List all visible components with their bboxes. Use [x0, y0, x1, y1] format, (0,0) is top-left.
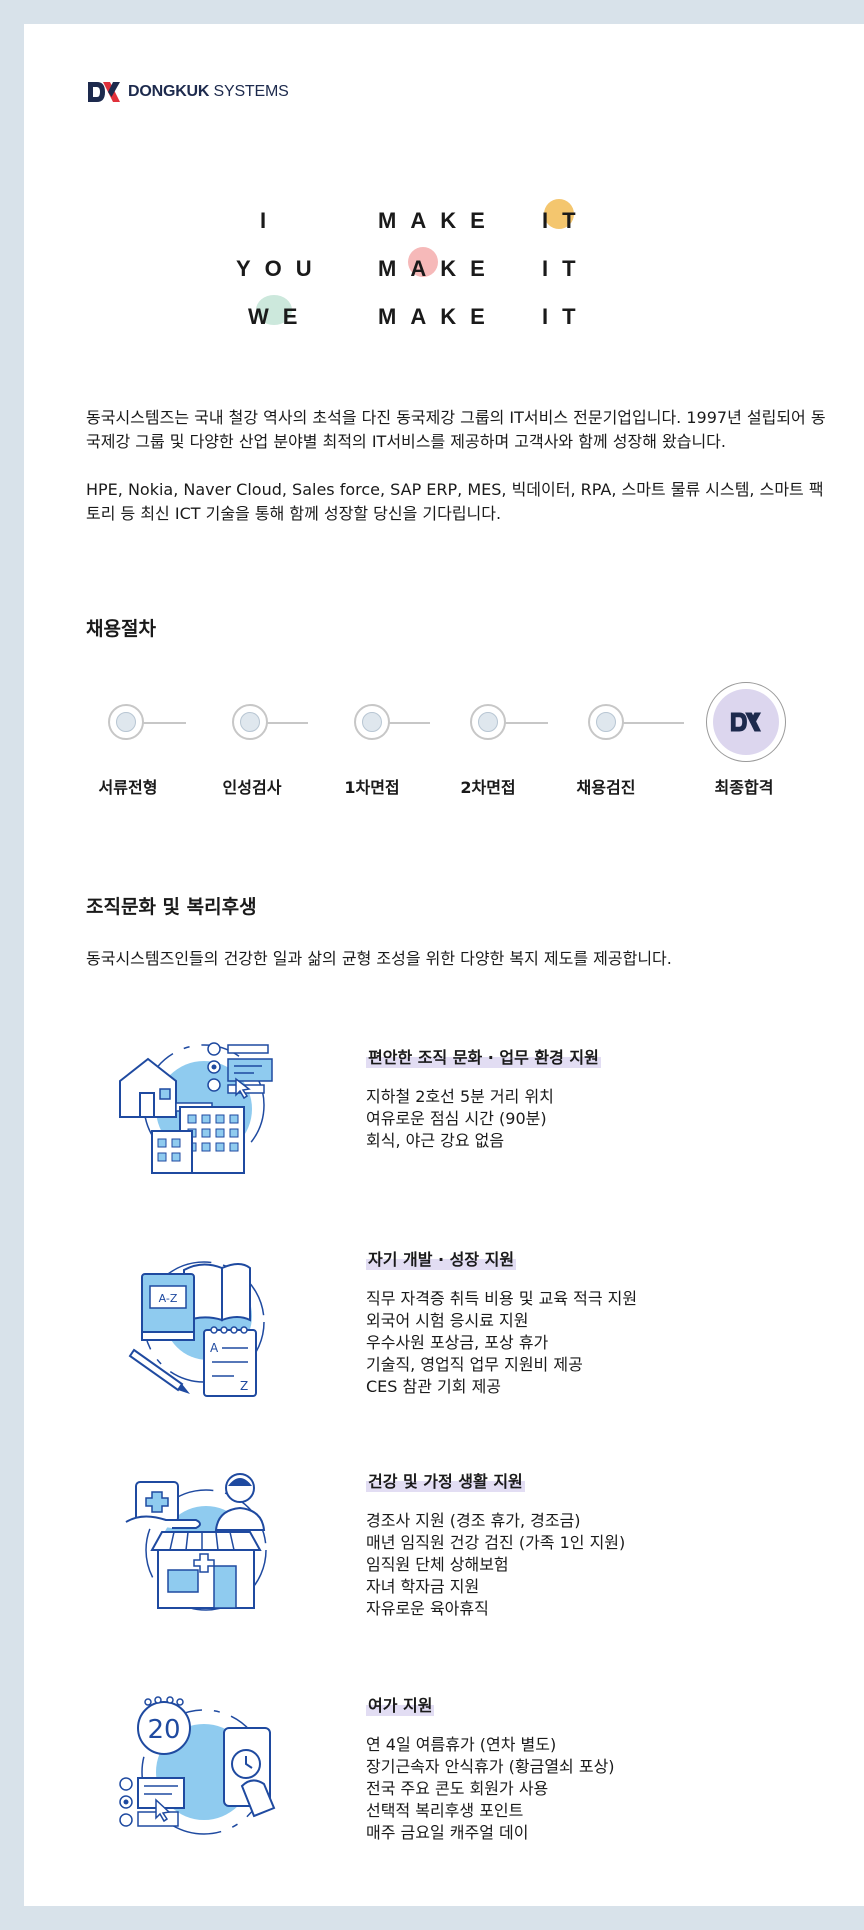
list-item: 직무 자격증 취득 비용 및 교육 적극 지원: [366, 1289, 638, 1308]
benefit-title: 건강 및 가정 생활 지원: [366, 1468, 525, 1492]
slogan-subject: WE: [248, 304, 312, 329]
step-connector: [488, 722, 548, 724]
list-item: 장기근속자 안식휴가 (황금열쇠 포상): [366, 1757, 615, 1776]
benefit-list: 경조사 지원 (경조 휴가, 경조금) 매년 임직원 건강 검진 (가족 1인 …: [366, 1510, 625, 1620]
slogan: I MAKE IT YOU MAKE IT WE MAKE IT: [234, 196, 654, 340]
benefit-item: A-Z A Z 자기 개발 · 성장 지원 직무 자격증 취득 비용 및 교육 …: [112, 1244, 832, 1404]
dk-logo-icon: [88, 82, 120, 102]
step-label: 인성검사: [222, 778, 282, 797]
list-item: 외국어 시험 응시료 지원: [366, 1311, 529, 1330]
slogan-row: WE MAKE IT: [234, 292, 654, 340]
list-item: 자유로운 육아휴직: [366, 1599, 489, 1618]
slogan-verb: MAKE: [378, 208, 499, 233]
step-label: 2차면접: [460, 778, 516, 797]
list-item: 경조사 지원 (경조 휴가, 경조금): [366, 1511, 581, 1530]
step-marker: [108, 704, 144, 740]
list-item: 지하철 2호선 5분 거리 위치: [366, 1087, 554, 1106]
culture-description: 동국시스템즈인들의 건강한 일과 삶의 균형 조성을 위한 다양한 복지 제도를…: [86, 949, 672, 968]
company-intro: 동국시스템즈는 국내 철강 역사의 초석을 다진 동국제강 그룹의 IT서비스 …: [86, 406, 826, 550]
step-label: 최종합격: [714, 778, 774, 797]
step-marker: [354, 704, 390, 740]
benefit-title: 자기 개발 · 성장 지원: [366, 1246, 517, 1270]
benefit-list: 직무 자격증 취득 비용 및 교육 적극 지원 외국어 시험 응시료 지원 우수…: [366, 1288, 637, 1398]
benefit-title: 여가 지원: [366, 1692, 435, 1716]
company-logo[interactable]: DONGKUK SYSTEMS: [86, 80, 289, 104]
step-marker: [588, 704, 624, 740]
slogan-object: IT: [542, 208, 590, 233]
slogan-object: IT: [542, 256, 590, 281]
list-item: 우수사원 포상금, 포상 휴가: [366, 1333, 549, 1352]
svg-text:A-Z: A-Z: [159, 1292, 178, 1305]
logo-text: DONGKUK SYSTEMS: [128, 83, 289, 100]
slogan-blob: [408, 247, 438, 277]
list-item: 회식, 야근 강요 없음: [366, 1131, 505, 1150]
step-connector: [608, 722, 684, 724]
benefit-list: 연 4일 여름휴가 (연차 별도) 장기근속자 안식휴가 (황금열쇠 포상) 전…: [366, 1734, 615, 1844]
calendar-number: 20: [147, 1715, 180, 1745]
intro-paragraph: HPE, Nokia, Naver Cloud, Sales force, SA…: [86, 480, 824, 523]
list-item: 기술직, 영업직 업무 지원비 제공: [366, 1355, 583, 1374]
health-icon: [125, 1473, 267, 1611]
process-title: 채용절차: [86, 618, 156, 640]
list-item: 매주 금요일 캐주얼 데이: [366, 1823, 529, 1842]
step-label: 1차면접: [344, 778, 400, 797]
list-item: 임직원 단체 상해보험: [366, 1555, 509, 1574]
slogan-object: IT: [542, 304, 590, 329]
books-icon: A-Z A Z: [128, 1261, 265, 1397]
step-connector: [126, 722, 186, 724]
step-connector: [372, 722, 430, 724]
list-item: 자녀 학자금 지원: [366, 1577, 480, 1596]
step-connector: [250, 722, 308, 724]
slogan-subject: YOU: [236, 256, 326, 281]
benefit-item: 편안한 조직 문화 · 업무 환경 지원 지하철 2호선 5분 거리 위치 여유…: [112, 1030, 832, 1190]
list-item: 선택적 복리후생 포인트: [366, 1801, 524, 1820]
calendar-icon: 20: [119, 1696, 276, 1835]
list-item: CES 참관 기회 제공: [366, 1377, 502, 1396]
benefit-title: 편안한 조직 문화 · 업무 환경 지원: [366, 1044, 601, 1068]
benefit-item: 건강 및 가정 생활 지원 경조사 지원 (경조 휴가, 경조금) 매년 임직원…: [112, 1466, 832, 1626]
list-item: 매년 임직원 건강 검진 (가족 1인 지원): [366, 1533, 626, 1552]
step-marker: [232, 704, 268, 740]
svg-text:A: A: [210, 1341, 219, 1355]
intro-paragraph: 동국시스템즈는 국내 철강 역사의 초석을 다진 동국제강 그룹의 IT서비스 …: [86, 408, 826, 451]
benefit-item: 20 여가 지원 연 4일 여름휴가 (연차 별도) 장기근속자 안식휴가 (황…: [112, 1688, 832, 1848]
list-item: 전국 주요 콘도 회원가 사용: [366, 1779, 549, 1798]
step-label: 서류전형: [98, 778, 158, 797]
list-item: 여유로운 점심 시간 (90분): [366, 1109, 547, 1128]
slogan-blob: [544, 199, 574, 229]
recruitment-steps: 서류전형 인성검사 1차면접 2차면접 채용검진 최종합격: [86, 682, 826, 808]
culture-title: 조직문화 및 복리후생: [86, 896, 257, 918]
dk-logo-icon: [730, 712, 762, 732]
slogan-subject: I: [259, 208, 281, 233]
benefit-list: 지하철 2호선 5분 거리 위치 여유로운 점심 시간 (90분) 회식, 야근…: [366, 1086, 554, 1152]
final-step-marker: [706, 682, 786, 762]
slogan-row: I MAKE IT: [234, 196, 654, 244]
slogan-verb: MAKE: [378, 256, 499, 281]
slogan-blob: [256, 295, 292, 325]
list-item: 연 4일 여름휴가 (연차 별도): [366, 1735, 557, 1754]
office-building-icon: [119, 1042, 273, 1174]
svg-text:Z: Z: [240, 1379, 248, 1393]
step-marker: [470, 704, 506, 740]
step-label: 채용검진: [576, 778, 636, 797]
slogan-row: YOU MAKE IT: [234, 244, 654, 292]
slogan-verb: MAKE: [378, 304, 499, 329]
